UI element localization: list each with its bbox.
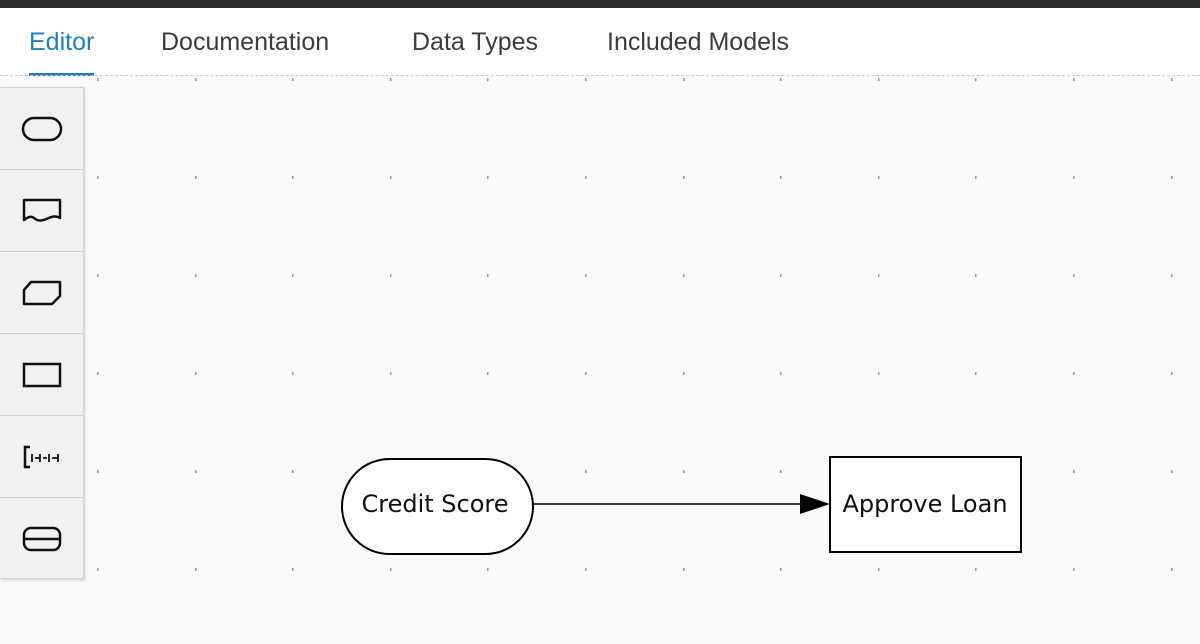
grid-dot — [487, 568, 489, 571]
grid-dot — [97, 470, 99, 473]
grid-dot — [585, 372, 587, 375]
grid-dot — [292, 78, 294, 81]
grid-dot — [97, 568, 99, 571]
grid-dot — [1171, 78, 1173, 81]
grid-dot — [390, 274, 392, 277]
grid-dot — [292, 568, 294, 571]
grid-dot — [1171, 274, 1173, 277]
grid-dot — [1171, 470, 1173, 473]
business-knowledge-model-icon — [22, 280, 61, 305]
grid-dot — [487, 372, 489, 375]
grid-dot — [195, 470, 197, 473]
grid-dot — [97, 372, 99, 375]
grid-dot — [780, 78, 782, 81]
grid-dot — [975, 274, 977, 277]
grid-dot — [390, 372, 392, 375]
grid-dot — [195, 274, 197, 277]
grid-dot — [683, 372, 685, 375]
grid-dot — [487, 78, 489, 81]
grid-dot — [780, 568, 782, 571]
grid-dot — [292, 372, 294, 375]
input-data-icon — [21, 116, 62, 141]
grid-dot — [975, 176, 977, 179]
grid-dot — [1073, 274, 1075, 277]
palette-business-knowledge-model-button[interactable] — [0, 252, 83, 334]
grid-dot — [780, 176, 782, 179]
decision-service-icon — [22, 526, 61, 551]
editor-tab-bar: Editor Documentation Data Types Included… — [0, 8, 1200, 76]
grid-dot — [878, 176, 880, 179]
grid-dot — [487, 274, 489, 277]
grid-dot — [292, 274, 294, 277]
grid-dot — [195, 78, 197, 81]
grid-dot — [292, 470, 294, 473]
grid-dot — [683, 78, 685, 81]
grid-dot — [195, 176, 197, 179]
grid-dot — [1171, 568, 1173, 571]
decision-label: Approve Loan — [842, 490, 1007, 518]
grid-dot — [683, 274, 685, 277]
grid-dot — [975, 372, 977, 375]
grid-dot — [195, 372, 197, 375]
grid-dot — [878, 372, 880, 375]
knowledge-source-icon — [22, 198, 61, 222]
grid-dot — [390, 568, 392, 571]
decision-node[interactable]: Approve Loan — [829, 456, 1022, 553]
dmn-diagram: Credit Score Approve Loan — [341, 456, 1022, 555]
grid-dot — [585, 176, 587, 179]
palette-decision-button[interactable] — [0, 334, 83, 416]
grid-dot — [585, 274, 587, 277]
decision-icon — [22, 362, 61, 387]
grid-dot — [780, 470, 782, 473]
grid-dot — [878, 568, 880, 571]
grid-dot — [1073, 470, 1075, 473]
grid-dot — [878, 274, 880, 277]
grid-dot — [97, 78, 99, 81]
window-top-bar — [0, 0, 1200, 8]
grid-dot — [683, 568, 685, 571]
grid-dot — [1171, 176, 1173, 179]
grid-dot — [780, 274, 782, 277]
text-annotation-icon — [23, 445, 59, 468]
grid-dot — [585, 470, 587, 473]
grid-dot — [1073, 78, 1075, 81]
grid-dot — [780, 372, 782, 375]
grid-dot — [585, 568, 587, 571]
grid-dot — [487, 176, 489, 179]
grid-dot — [683, 176, 685, 179]
palette-text-annotation-button[interactable] — [0, 416, 83, 498]
input-data-label: Credit Score — [361, 490, 508, 518]
input-data-node[interactable]: Credit Score — [341, 458, 534, 555]
diagram-canvas[interactable]: Credit Score Approve Loan — [0, 76, 1200, 644]
grid-dot — [195, 568, 197, 571]
grid-dot — [1073, 372, 1075, 375]
grid-dot — [97, 176, 99, 179]
grid-dot — [390, 78, 392, 81]
tab-bar-divider — [0, 75, 1200, 76]
information-requirement-edge[interactable] — [533, 494, 830, 514]
palette-knowledge-source-button[interactable] — [0, 170, 83, 252]
palette-input-data-button[interactable] — [0, 88, 83, 170]
grid-dot — [1073, 568, 1075, 571]
grid-dot — [878, 78, 880, 81]
grid-dot — [1171, 372, 1173, 375]
grid-dot — [683, 470, 685, 473]
grid-dot — [292, 176, 294, 179]
palette-decision-service-button[interactable] — [0, 498, 83, 579]
tab-documentation[interactable]: Documentation — [161, 28, 330, 56]
grid-dot — [975, 78, 977, 81]
tab-data-types[interactable]: Data Types — [412, 28, 539, 56]
grid-dot — [97, 274, 99, 277]
grid-dot — [585, 78, 587, 81]
grid-dot — [1073, 176, 1075, 179]
grid-dot — [390, 176, 392, 179]
canvas-grid — [97, 78, 1173, 571]
tab-included-models[interactable]: Included Models — [607, 28, 790, 56]
tab-editor[interactable]: Editor — [29, 8, 95, 76]
shape-palette — [0, 87, 84, 579]
grid-dot — [975, 568, 977, 571]
